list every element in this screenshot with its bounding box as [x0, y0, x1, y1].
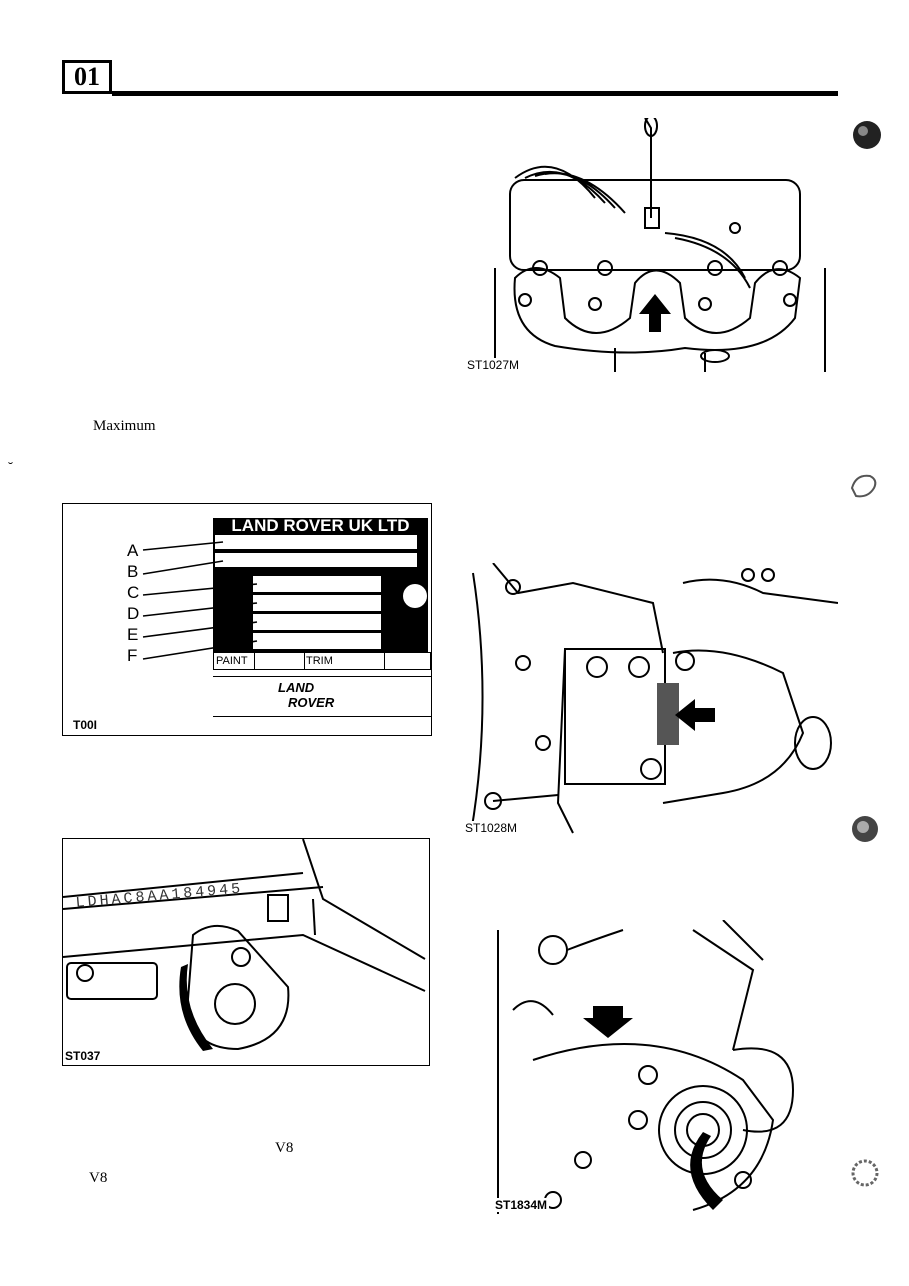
- section-number: 01: [74, 62, 100, 91]
- binder-hole-icon: [852, 816, 878, 842]
- filter-housing-illustration: [497, 920, 795, 1214]
- figure-code: ST037: [65, 1049, 101, 1063]
- stray-mark: ˘: [8, 460, 13, 476]
- callout-e: E: [127, 625, 139, 644]
- plate-field-a: [215, 535, 417, 549]
- callout-b: B: [127, 562, 139, 581]
- plate-field-c: [253, 576, 382, 592]
- figure-mounting-bracket: ST1028M: [463, 563, 838, 838]
- plate-field-d: [253, 595, 382, 611]
- callout-f: F: [127, 646, 138, 665]
- chassis-illustration: [63, 839, 426, 1051]
- callout-c: C: [127, 583, 140, 602]
- body-text-v8: V8: [89, 1170, 108, 1186]
- figure-vin-stamp: LDHAC8AA184945 ST037: [62, 838, 430, 1066]
- callout-labels: A B C D E F: [127, 540, 139, 666]
- body-text-v8: V8: [275, 1140, 294, 1156]
- paint-label: PAINT: [216, 655, 248, 667]
- figure-code: ST1027M: [467, 358, 522, 372]
- header-rule: [112, 91, 838, 96]
- trim-label: TRIM: [306, 655, 333, 667]
- figure-code: ST1834M: [495, 1198, 550, 1212]
- mounting-illustration: [470, 563, 838, 834]
- figure-vin-plate: LAND ROVER UK LTD PAINT TRIM LAND ROVER …: [62, 503, 432, 736]
- figure-code: T00I: [73, 718, 98, 732]
- figure-exhaust-manifold: ST1027M: [465, 118, 835, 376]
- plate-title: LAND ROVER UK LTD: [231, 516, 410, 535]
- plate-field-e: [253, 614, 382, 630]
- plate-field-b: [215, 553, 417, 567]
- callout-d: D: [127, 604, 140, 623]
- figure-code: ST1028M: [465, 821, 520, 835]
- paint-trim-row: PAINT TRIM: [213, 652, 431, 670]
- plate-field-f: [253, 633, 382, 649]
- logo-line-2: ROVER: [288, 695, 335, 710]
- plate-divider: [213, 676, 431, 677]
- section-number-box: 01: [62, 60, 112, 94]
- logo-line-1: LAND: [278, 680, 315, 695]
- plate-divider: [213, 716, 431, 717]
- callout-lines: [142, 541, 258, 660]
- land-rover-logo: LAND ROVER: [278, 680, 334, 710]
- binder-hole-icon: [851, 1159, 879, 1187]
- body-text-maximum: Maximum: [93, 418, 156, 434]
- callout-a: A: [127, 541, 139, 560]
- plate-rivet-hole: [403, 584, 427, 608]
- figure-oil-filter-housing: ST1834M: [493, 920, 803, 1214]
- binder-hole-icon: [850, 474, 877, 498]
- engine-illustration: [494, 118, 826, 372]
- binder-hole-icon: [853, 121, 881, 149]
